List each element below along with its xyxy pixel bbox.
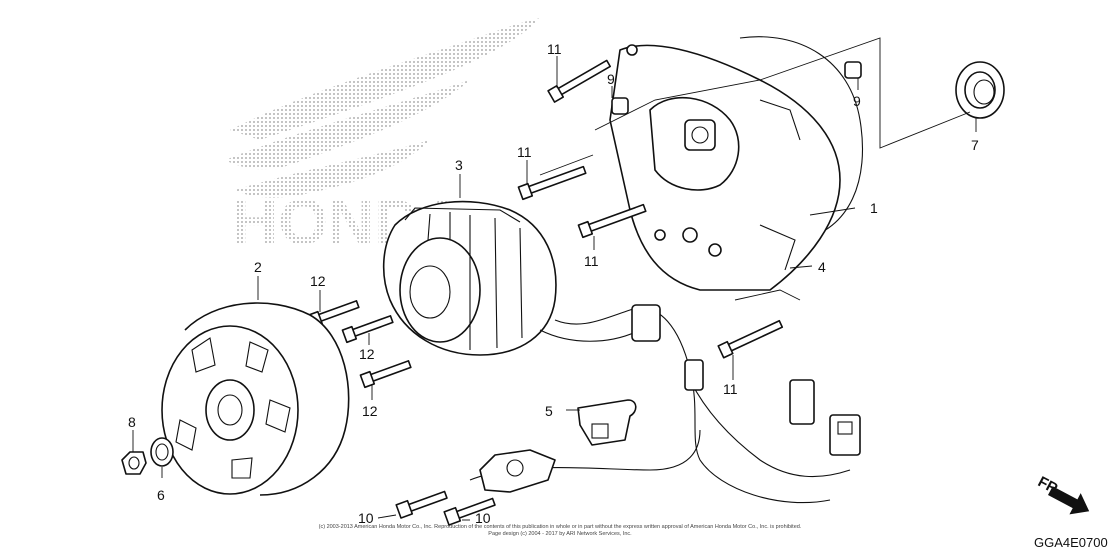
bolt-part-11 [517,59,784,359]
callout-3: 3 [455,157,463,173]
wire-clamp-part-5 [577,399,637,446]
copyright-line-1: (c) 2003-2013 American Honda Motor Co., … [319,524,802,530]
callout-7: 7 [971,137,979,153]
pulser-bracket [479,449,556,493]
callout-10-left: 10 [358,510,374,526]
callout-5: 5 [545,403,553,419]
bolt-part-10 [395,490,496,526]
callout-12-bottom: 12 [362,403,378,419]
stator-part-3 [382,200,557,356]
callout-11-top: 11 [547,41,562,57]
callout-11-lower: 11 [584,253,599,269]
callout-12-top: 12 [310,273,326,289]
callout-1: 1 [870,200,878,216]
callouts: 1 2 3 4 5 6 7 8 9 9 10 10 11 11 11 11 12… [128,41,979,526]
callout-9-left: 9 [607,71,615,87]
generator-cover-part-1 [609,36,864,291]
washer-part-6 [150,437,174,467]
callout-10-right: 10 [475,510,491,526]
callout-12-middle: 12 [359,346,375,362]
callout-2: 2 [254,259,262,275]
callout-4: 4 [818,259,826,275]
copyright-line-2: Page design (c) 2004 - 2017 by ARI Netwo… [488,531,632,537]
arrow-icon [1047,486,1090,515]
callout-11-middle: 11 [517,144,532,160]
oil-seal-part-7 [955,61,1005,119]
nut-part-8 [121,451,147,475]
callout-6: 6 [157,487,165,503]
callout-8: 8 [128,414,136,430]
leader-lines [132,37,977,521]
flywheel-part-2 [161,302,350,496]
front-direction-indicator: FR. [1035,473,1090,515]
callout-9-right: 9 [853,93,861,109]
callout-11-right: 11 [723,381,738,397]
diagram-code: GGA4E0700 [1034,535,1108,550]
dowel-pin-part-9 [611,61,862,115]
